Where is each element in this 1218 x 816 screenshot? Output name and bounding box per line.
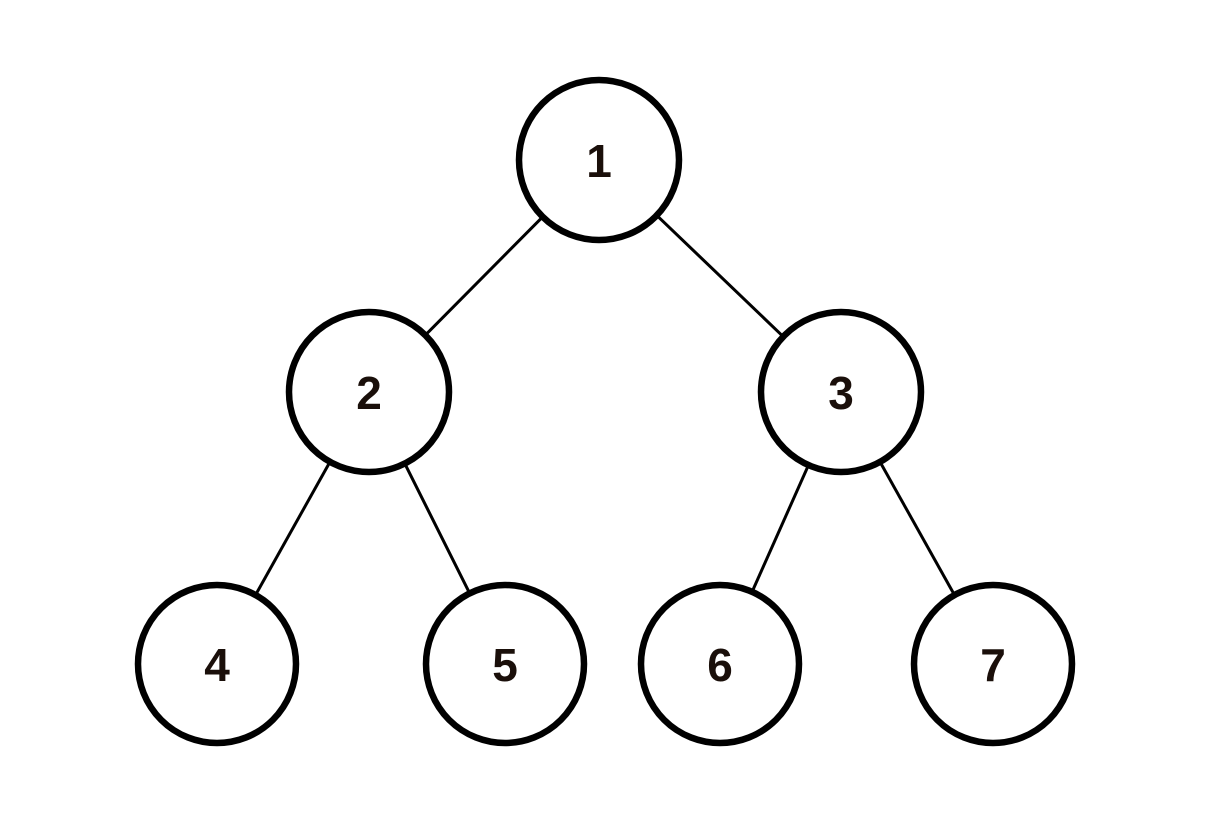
nodes-layer: 1 2 3 4 5 6 7	[134, 76, 1076, 747]
node-circle-2[interactable]	[285, 308, 453, 476]
node-circle-3[interactable]	[757, 308, 925, 476]
node-circle-1[interactable]	[515, 76, 683, 244]
tree-edge-2-5	[403, 463, 471, 594]
node-circle-5[interactable]	[422, 581, 588, 747]
tree-edge-2-4	[254, 461, 331, 595]
node-circle-6[interactable]	[637, 581, 803, 747]
node-label-3: 3	[828, 367, 854, 419]
tree-node-2[interactable]: 2	[285, 308, 453, 476]
tree-node-3[interactable]: 3	[757, 308, 925, 476]
tree-node-5[interactable]: 5	[422, 581, 588, 747]
tree-edge-3-7	[879, 461, 956, 595]
node-label-1: 1	[586, 135, 612, 187]
tree-edge-1-2	[424, 216, 544, 336]
tree-node-4[interactable]: 4	[134, 581, 300, 747]
tree-edge-3-6	[751, 465, 810, 592]
node-circle-4[interactable]	[134, 581, 300, 747]
tree-edge-1-3	[656, 214, 784, 338]
tree-node-7[interactable]: 7	[910, 581, 1076, 747]
node-circle-7[interactable]	[910, 581, 1076, 747]
node-label-5: 5	[492, 639, 518, 691]
tree-node-6[interactable]: 6	[637, 581, 803, 747]
node-label-6: 6	[707, 639, 733, 691]
edges-layer	[254, 214, 956, 595]
tree-node-1[interactable]: 1	[515, 76, 683, 244]
node-label-4: 4	[204, 639, 230, 691]
node-label-2: 2	[356, 367, 382, 419]
node-label-7: 7	[980, 639, 1006, 691]
